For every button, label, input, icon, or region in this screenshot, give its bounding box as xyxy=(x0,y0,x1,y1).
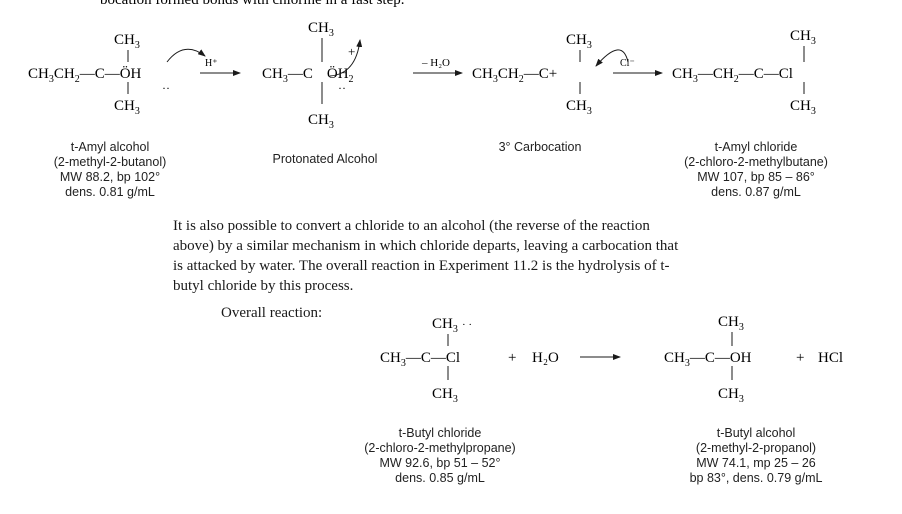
caption-line: (2-chloro-2-methylbutane) xyxy=(684,155,828,169)
cropped-top-text: bocation formed bonds with chlorine in a… xyxy=(100,0,405,8)
caption-t-butyl-alcohol: t-Butyl alcohol (2-methyl-2-propanol) MW… xyxy=(656,426,856,486)
caption-t-butyl-chloride: t-Butyl chloride (2-chloro-2-methylpropa… xyxy=(340,426,540,486)
carbocation-structure: CH3 CH3CH2—C+ CH3 xyxy=(472,32,629,117)
t-butyl-chloride-structure: CH3 · · CH3—C—Cl CH3 xyxy=(380,316,472,405)
svg-text:CH3: CH3 xyxy=(718,314,744,333)
overall-reaction-label: Overall reaction: xyxy=(221,305,323,321)
svg-text:··: ·· xyxy=(338,81,346,95)
overall-plus-1: + xyxy=(508,350,516,366)
caption-line: (2-chloro-2-methylpropane) xyxy=(364,441,516,455)
caption-line: (2-methyl-2-propanol) xyxy=(695,441,817,455)
caption-line: MW 107, bp 85 – 86° xyxy=(697,170,815,184)
water-loss-label: – H₂O xyxy=(421,57,450,69)
svg-text:CH3: CH3 xyxy=(114,98,140,117)
paragraph-line: butyl chloride by this process. xyxy=(173,278,354,294)
caption-line: 3° Carbocation xyxy=(498,140,582,154)
svg-text:CH3: CH3 xyxy=(566,32,592,51)
svg-text:CH3: CH3 xyxy=(790,98,816,117)
paragraph-line: It is also possible to convert a chlorid… xyxy=(173,218,650,234)
svg-text:CH3—C—OH: CH3—C—OH xyxy=(664,350,752,369)
caption-line: t-Butyl alcohol xyxy=(716,426,796,440)
caption-line: dens. 0.87 g/mL xyxy=(711,185,801,199)
protonation-arrow: H⁺ xyxy=(200,58,241,76)
caption-line: Protonated Alcohol xyxy=(272,152,378,166)
caption-t-amyl-alcohol: t-Amyl alcohol (2-methyl-2-butanol) MW 8… xyxy=(20,140,200,200)
svg-text:CH3: CH3 xyxy=(432,316,458,335)
caption-line: dens. 0.85 g/mL xyxy=(395,471,485,485)
chloride-label: Cl⁻ xyxy=(620,58,635,69)
svg-text:··: ·· xyxy=(162,81,170,95)
svg-text:+: + xyxy=(348,44,355,59)
chloride-attack-arrow: Cl⁻ xyxy=(613,58,663,76)
svg-text:· ·: · · xyxy=(462,319,472,331)
svg-text:CH3CH2—C—ÖH: CH3CH2—C—ÖH xyxy=(28,65,142,85)
caption-line: (2-methyl-2-butanol) xyxy=(53,155,167,169)
caption-protonated-alcohol: Protonated Alcohol xyxy=(240,152,410,167)
caption-t-amyl-chloride: t-Amyl chloride (2-chloro-2-methylbutane… xyxy=(656,140,856,200)
dehydration-arrow: – H₂O xyxy=(413,57,463,76)
svg-text:CH3: CH3 xyxy=(718,386,744,405)
water-reagent: H₂O xyxy=(532,350,559,366)
caption-line: MW 88.2, bp 102° xyxy=(59,170,161,184)
caption-line: t-Butyl chloride xyxy=(398,426,482,440)
caption-line: MW 92.6, bp 51 – 52° xyxy=(379,456,501,470)
caption-line: dens. 0.81 g/mL xyxy=(65,185,155,199)
svg-text:CH3—CH2—C—Cl: CH3—CH2—C—Cl xyxy=(672,66,793,85)
acid-label: H⁺ xyxy=(205,58,218,69)
overall-plus-2: + xyxy=(796,350,804,366)
paragraph-line: above) by a similar mechanism in which c… xyxy=(173,238,679,254)
svg-text:CH3: CH3 xyxy=(308,20,334,39)
t-butyl-alcohol-structure: CH3 CH3—C—OH CH3 xyxy=(664,314,752,405)
t-amyl-alcohol-structure: CH3 CH3CH2—C—ÖH ·· CH3 xyxy=(28,32,206,117)
svg-text:CH3—C—Cl: CH3—C—Cl xyxy=(380,350,460,369)
paragraph-line: is attacked by water. The overall reacti… xyxy=(173,258,670,274)
svg-text:CH3CH2—C+: CH3CH2—C+ xyxy=(472,66,557,85)
svg-text:CH3: CH3 xyxy=(114,32,140,51)
hcl-product: HCl xyxy=(818,350,843,366)
caption-carbocation: 3° Carbocation xyxy=(470,140,610,155)
caption-line: t-Amyl alcohol xyxy=(70,140,150,154)
caption-line: t-Amyl chloride xyxy=(714,140,798,154)
explanatory-paragraph: It is also possible to convert a chlorid… xyxy=(173,216,863,296)
caption-line: bp 83°, dens. 0.79 g/mL xyxy=(689,471,823,485)
svg-text:CH3: CH3 xyxy=(308,112,334,131)
svg-text:CH3: CH3 xyxy=(566,98,592,117)
svg-text:CH3: CH3 xyxy=(432,386,458,405)
svg-text:CH3: CH3 xyxy=(790,28,816,47)
t-amyl-chloride-structure: CH3 CH3—CH2—C—Cl CH3 xyxy=(672,28,816,117)
caption-line: MW 74.1, mp 25 – 26 xyxy=(696,456,816,470)
